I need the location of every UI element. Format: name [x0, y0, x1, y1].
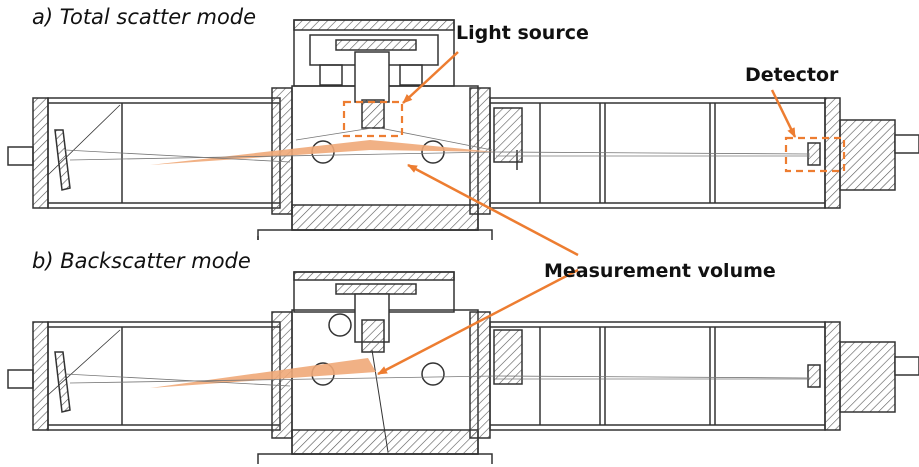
panel-a-inlet-stub [7, 146, 34, 166]
light-source-highlight-box [342, 100, 404, 138]
panel-a-light-trap [493, 107, 523, 163]
light-source-label: Light source [456, 22, 589, 44]
panel-a-left-mirror [54, 129, 71, 191]
panel-b-light-trap [493, 329, 523, 385]
panel-b-detector-housing [839, 341, 896, 413]
panel-b-scatter-beam [150, 358, 376, 388]
panel-a-instrument [7, 19, 919, 240]
panel-a-light-source-body [361, 99, 385, 129]
panel-b-detector [807, 364, 821, 388]
detector-label: Detector [745, 64, 839, 86]
panel-b-window-right [421, 362, 445, 386]
light-source-arrow [402, 51, 459, 104]
panel-a-title: a) Total scatter mode [32, 5, 257, 29]
panel-a-left-cap [32, 97, 49, 209]
callout-arrows [377, 51, 797, 376]
panel-b-side-knob [328, 313, 352, 337]
panel-b-beams [64, 358, 811, 388]
measurement-volume-arrow-a [407, 163, 579, 257]
detector-arrow [770, 89, 797, 138]
panel-b-foot [257, 453, 493, 464]
detector-highlight-box [784, 136, 846, 173]
panel-b-left-cap [32, 321, 49, 431]
panel-a-beams [64, 127, 811, 165]
measurement-volume-label: Measurement volume [544, 260, 776, 282]
panel-a-tube-left [47, 97, 281, 209]
panel-b-right-cap [824, 321, 841, 431]
panel-a-callouts [342, 100, 846, 173]
panel-b-light-source-body [361, 319, 385, 353]
measurement-volume-arrow-b [377, 268, 579, 376]
panel-a-window-right [421, 140, 445, 164]
panel-b-flange-right [469, 311, 491, 439]
panel-a-detector-housing [839, 119, 896, 191]
panel-b-title: b) Backscatter mode [32, 249, 251, 273]
panel-a-foot [257, 229, 493, 240]
panel-b-instrument [7, 271, 919, 464]
panel-a-right-cap [824, 97, 841, 209]
